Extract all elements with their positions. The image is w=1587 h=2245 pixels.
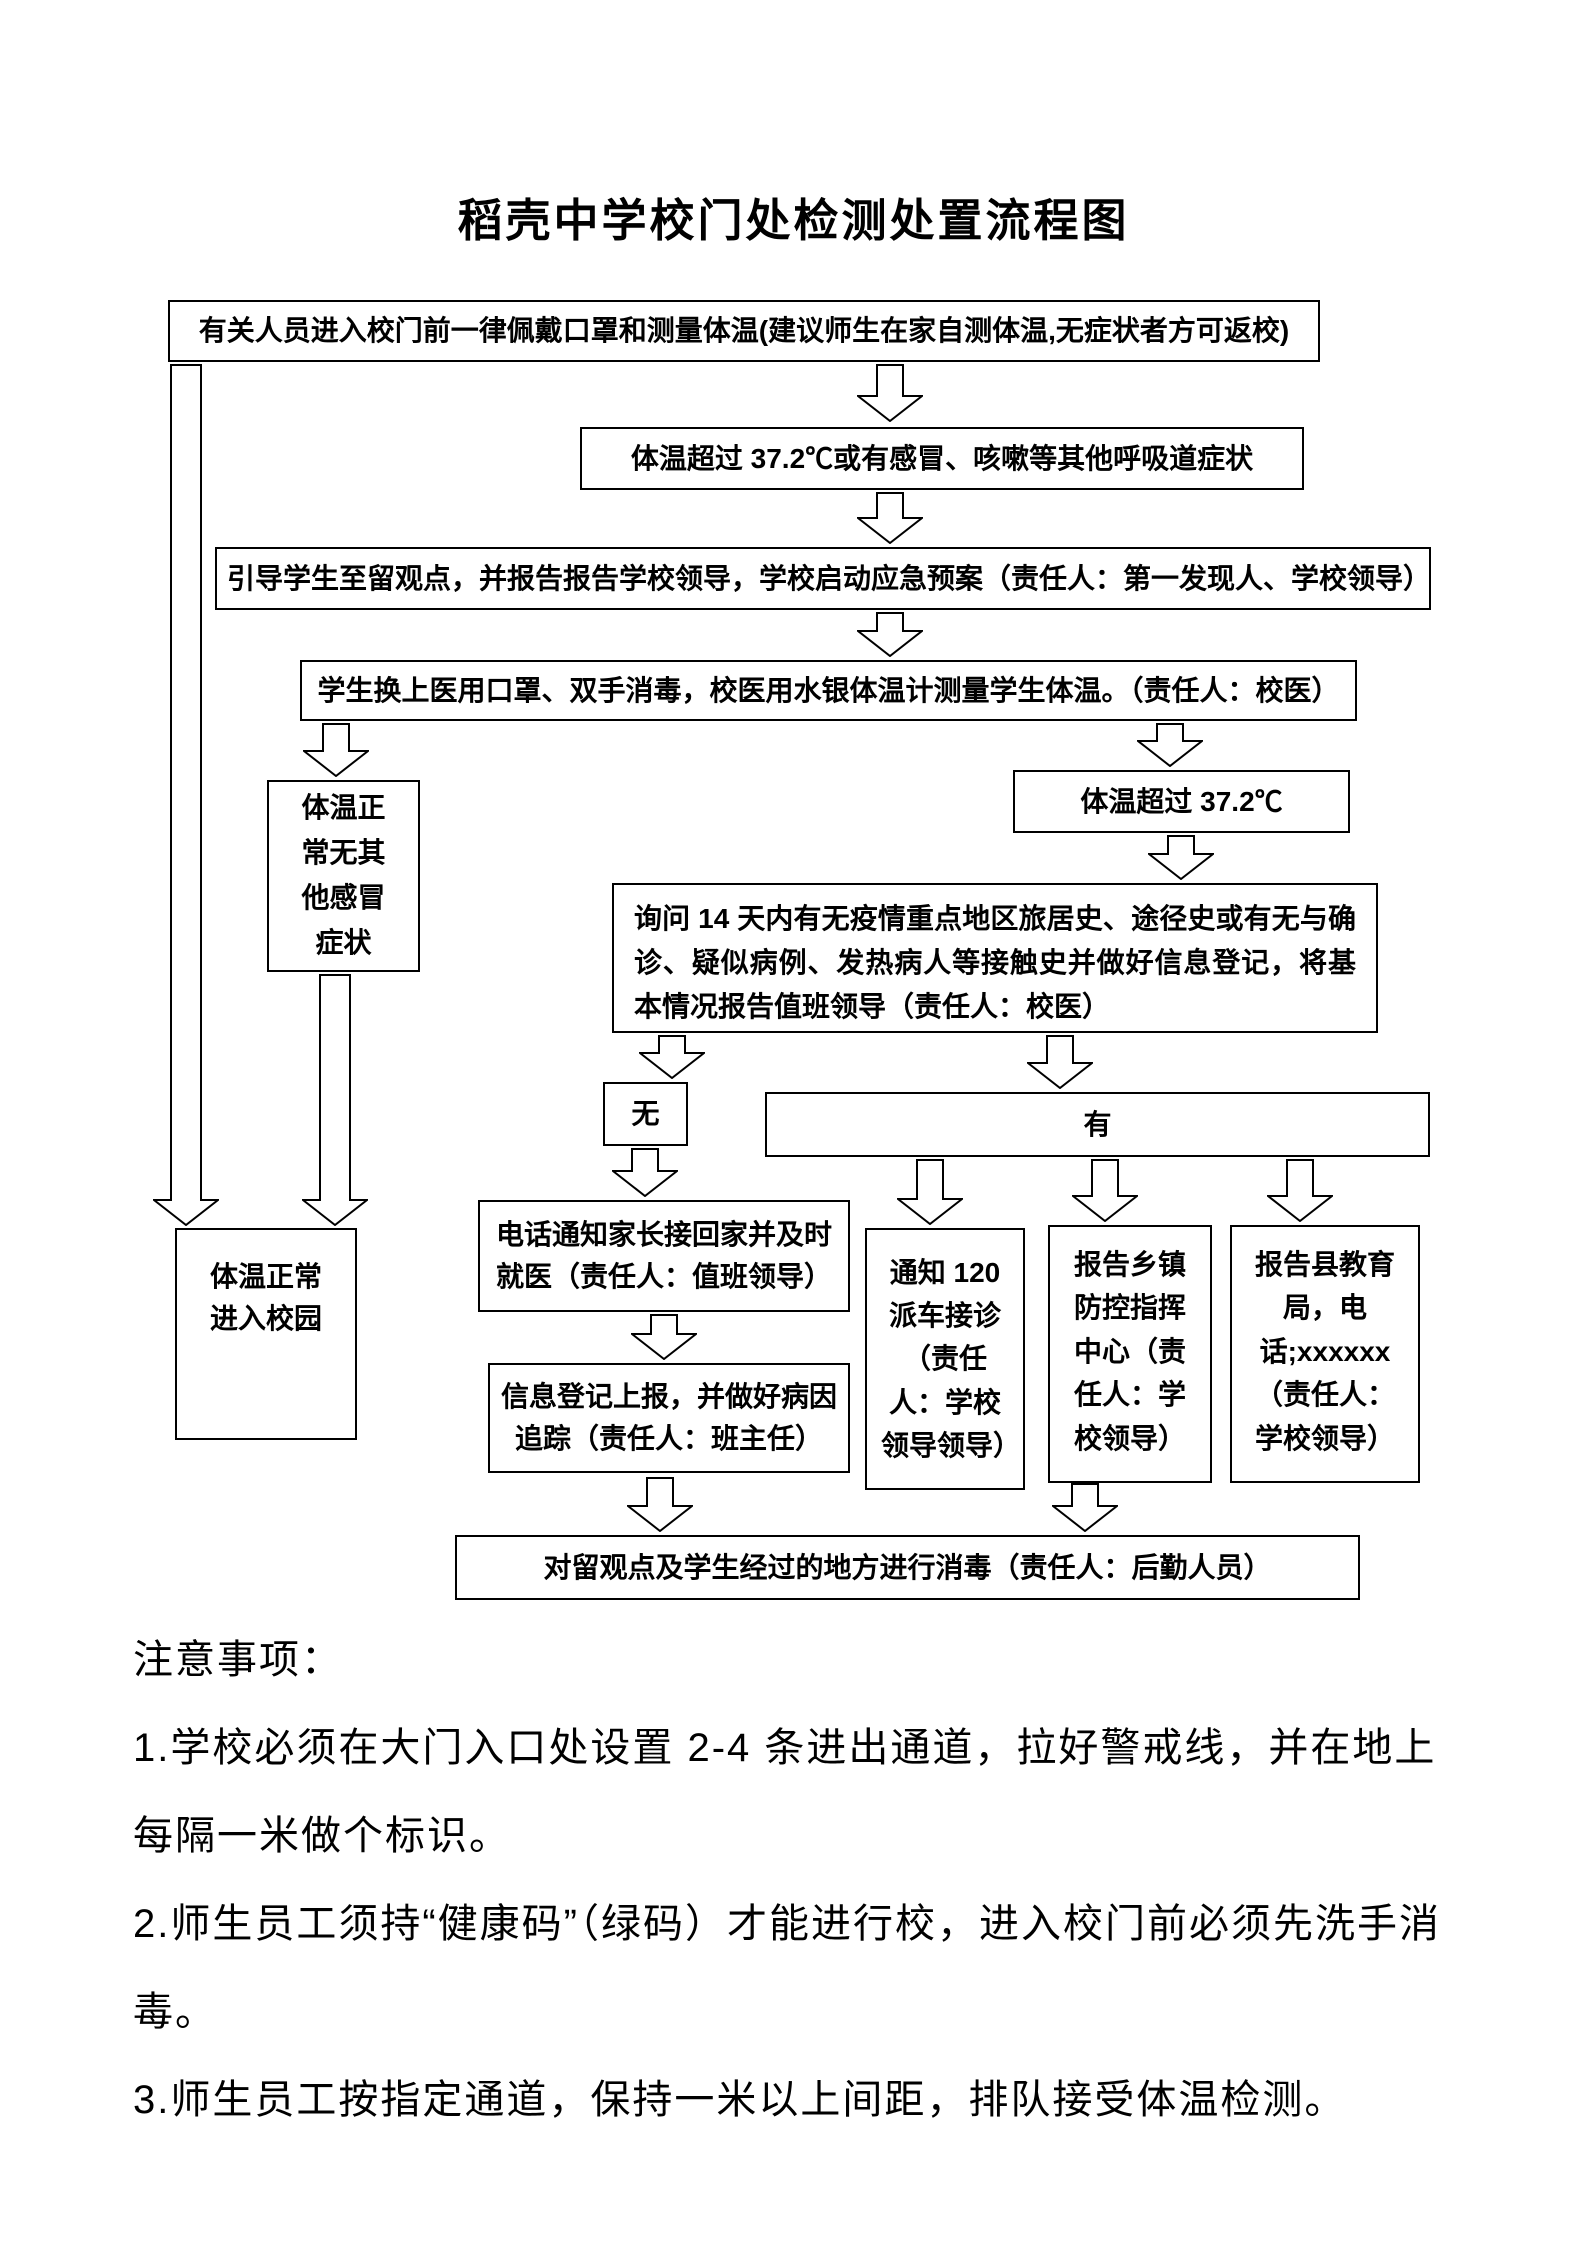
flow-box-report-township-label: 报告乡镇防控指挥中心（责任人：学校领导） <box>1073 1249 1186 1454</box>
flow-arrow-down <box>639 1035 705 1079</box>
flow-box-temp-normal-no-symptoms: 体温正常无其他感冒症状 <box>267 780 420 972</box>
note-item-1: 1.学校必须在大门入口处设置 2-4 条进出通道，拉好警戒线，并在地上每隔一米做… <box>133 1726 1437 1858</box>
flow-arrow-down <box>302 974 368 1226</box>
flow-box-entry: 有关人员进入校门前一律佩戴口罩和测量体温(建议师生在家自测体温,无症状者方可返校… <box>168 300 1320 362</box>
flow-arrow-down <box>1148 835 1214 880</box>
page-title: 稻壳中学校门处检测处置流程图 <box>457 195 1130 246</box>
note-item-3: 3.师生员工按指定通道，保持一米以上间距，排队接受体温检测。 <box>133 2078 1347 2122</box>
flow-arrow-down <box>1267 1159 1333 1222</box>
flow-arrow-down <box>612 1148 678 1197</box>
flow-box-call-parents: 电话通知家长接回家并及时就医（责任人：值班领导） <box>478 1200 850 1312</box>
flow-box-temp-normal-no-symptoms-label: 体温正常无其他感冒症状 <box>301 792 386 958</box>
flow-box-temp-over-label: 体温超过 37.2℃ <box>1080 785 1283 817</box>
flow-box-report-county-label: 报告县教育局，电话;xxxxxx（责任人：学校领导） <box>1254 1249 1395 1454</box>
flow-box-entry-label: 有关人员进入校门前一律佩戴口罩和测量体温(建议师生在家自测体温,无症状者方可返校… <box>198 315 1290 346</box>
flow-arrow-down <box>1052 1483 1118 1532</box>
flow-arrow-down <box>857 364 923 422</box>
flow-box-guide-observation: 引导学生至留观点，并报告报告学校领导，学校启动应急预案（责任人：第一发现人、学校… <box>215 547 1431 610</box>
flow-box-temp-normal-enter-label: 体温正常进入校园 <box>209 1261 322 1334</box>
flow-box-no-label: 无 <box>631 1098 660 1129</box>
flow-box-temp-over: 体温超过 37.2℃ <box>1013 770 1350 833</box>
flow-box-report-township: 报告乡镇防控指挥中心（责任人：学校领导） <box>1048 1225 1212 1483</box>
flow-box-notify-120-label: 通知 120 派车接诊（责任人：学校领导领导） <box>881 1256 1022 1462</box>
flow-box-disinfect: 对留观点及学生经过的地方进行消毒（责任人：后勤人员） <box>455 1535 1360 1600</box>
flow-arrow-down <box>631 1314 697 1360</box>
flow-box-medical-check-label: 学生换上医用口罩、双手消毒，校医用水银体温计测量学生体温。（责任人：校医） <box>317 674 1340 706</box>
notes-heading: 注意事项： <box>133 1638 343 1682</box>
flow-box-fever-symptoms-label: 体温超过 37.2℃或有感冒、咳嗽等其他呼吸道症状 <box>630 442 1254 474</box>
flow-arrow-down <box>1072 1159 1138 1222</box>
flow-box-no: 无 <box>603 1082 688 1146</box>
flow-box-yes-label: 有 <box>1083 1108 1112 1140</box>
flow-box-disinfect-label: 对留观点及学生经过的地方进行消毒（责任人：后勤人员） <box>543 1551 1272 1583</box>
note-item-2: 2.师生员工须持“健康码”（绿码）才能进行校，进入校门前必须先洗手消毒。 <box>133 1902 1441 2034</box>
flow-arrow-down <box>627 1477 693 1532</box>
flow-arrow-down <box>857 492 923 544</box>
flow-box-register-info: 信息登记上报，并做好病因追踪（责任人：班主任） <box>488 1363 850 1473</box>
flow-box-fever-symptoms: 体温超过 37.2℃或有感冒、咳嗽等其他呼吸道症状 <box>580 427 1304 490</box>
flow-arrow-down <box>153 364 219 1226</box>
flow-box-yes: 有 <box>765 1092 1430 1157</box>
flow-box-notify-120: 通知 120 派车接诊（责任人：学校领导领导） <box>865 1228 1025 1490</box>
notes-section: 注意事项： 1.学校必须在大门入口处设置 2-4 条进出通道，拉好警戒线，并在地… <box>133 1616 1478 2144</box>
flow-box-inquiry: 询问 14 天内有无疫情重点地区旅居史、途径史或有无与确诊、疑似病例、发热病人等… <box>612 883 1378 1033</box>
flow-arrow-down <box>1137 723 1203 767</box>
flow-box-medical-check: 学生换上医用口罩、双手消毒，校医用水银体温计测量学生体温。（责任人：校医） <box>300 660 1357 721</box>
flow-box-inquiry-label: 询问 14 天内有无疫情重点地区旅居史、途径史或有无与确诊、疑似病例、发热病人等… <box>634 903 1356 1022</box>
flow-box-call-parents-label: 电话通知家长接回家并及时就医（责任人：值班领导） <box>495 1219 832 1292</box>
flow-arrow-down <box>857 612 923 657</box>
flow-arrow-down <box>303 723 369 777</box>
flow-arrow-down <box>1027 1035 1093 1089</box>
flow-box-temp-normal-enter: 体温正常进入校园 <box>175 1228 357 1440</box>
flow-box-report-county: 报告县教育局，电话;xxxxxx（责任人：学校领导） <box>1230 1225 1420 1483</box>
flow-arrow-down <box>897 1159 963 1225</box>
flow-box-register-info-label: 信息登记上报，并做好病因追踪（责任人：班主任） <box>500 1381 837 1454</box>
flow-box-guide-observation-label: 引导学生至留观点，并报告报告学校领导，学校启动应急预案（责任人：第一发现人、学校… <box>227 562 1432 594</box>
